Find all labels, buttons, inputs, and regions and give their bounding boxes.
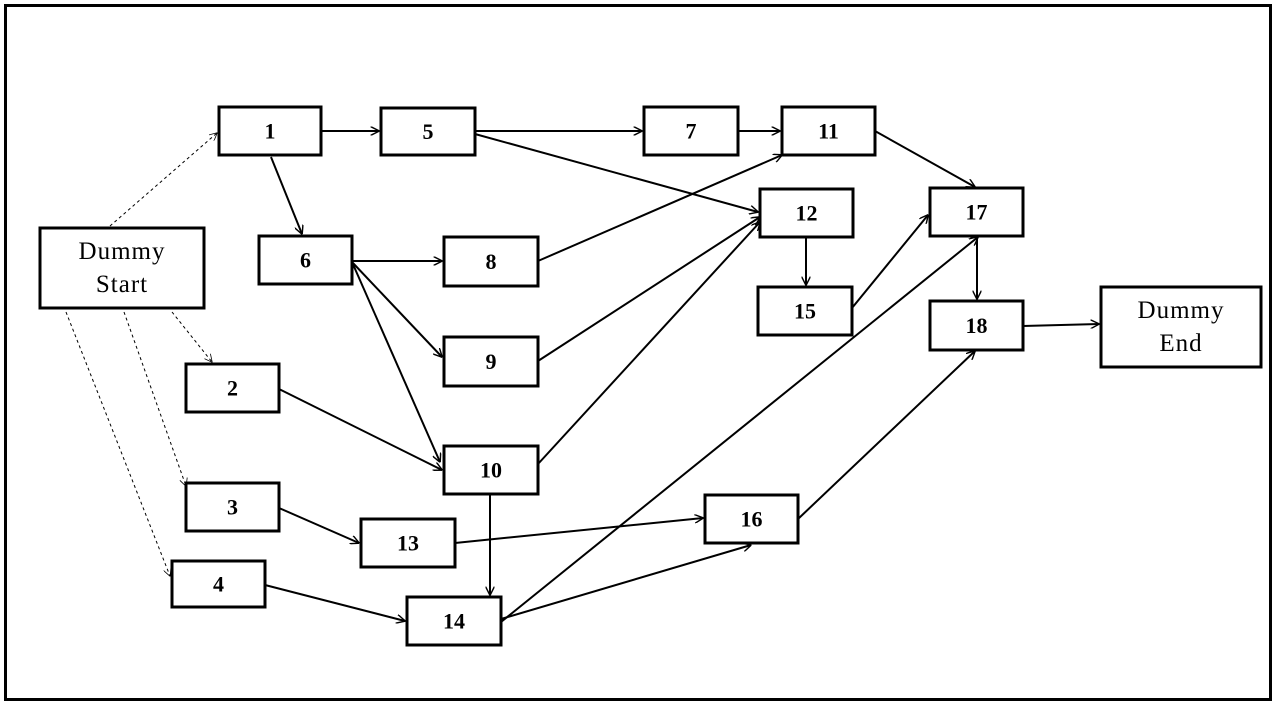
node-box-end bbox=[1099, 285, 1263, 369]
node-7: 7 bbox=[642, 105, 740, 157]
node-label-6: 6 bbox=[300, 248, 311, 273]
edge-3-13 bbox=[278, 507, 359, 543]
diagram-frame bbox=[4, 4, 1272, 701]
node-box-14 bbox=[405, 595, 503, 647]
edge-6-10 bbox=[351, 261, 440, 462]
node-3: 3 bbox=[184, 481, 281, 533]
node-box-1 bbox=[217, 105, 323, 157]
edge-8-11 bbox=[537, 155, 782, 262]
node-box-4 bbox=[170, 559, 267, 609]
node-label-end-0: Dummy bbox=[1138, 297, 1225, 324]
node-12: 12 bbox=[758, 187, 855, 239]
node-2: 2 bbox=[184, 362, 281, 414]
node-label-8: 8 bbox=[486, 249, 497, 274]
node-label-15: 15 bbox=[794, 299, 816, 324]
edge-4-14 bbox=[264, 584, 405, 621]
node-box-5 bbox=[379, 106, 477, 157]
edge-15-17 bbox=[851, 215, 928, 309]
node-label-7: 7 bbox=[686, 119, 697, 144]
node-8: 8 bbox=[442, 235, 540, 288]
node-label-start-1: Start bbox=[96, 271, 148, 298]
node-18: 18 bbox=[928, 299, 1025, 352]
node-box-6 bbox=[257, 234, 354, 286]
node-label-end-1: End bbox=[1159, 330, 1202, 357]
edge-2-10 bbox=[278, 388, 442, 470]
node-9: 9 bbox=[442, 335, 540, 388]
node-box-9 bbox=[442, 335, 540, 388]
edge-1-6 bbox=[270, 156, 302, 234]
node-16: 16 bbox=[703, 493, 800, 545]
edge-start-2 bbox=[171, 311, 212, 362]
node-label-16: 16 bbox=[741, 507, 763, 532]
node-4: 4 bbox=[170, 559, 267, 609]
node-label-17: 17 bbox=[966, 200, 988, 225]
edge-start-3 bbox=[123, 311, 186, 486]
node-10: 10 bbox=[442, 444, 540, 496]
edge-5-12 bbox=[474, 133, 758, 212]
node-box-8 bbox=[442, 235, 540, 288]
node-label-12: 12 bbox=[796, 201, 818, 226]
node-11: 11 bbox=[780, 105, 877, 157]
node-6: 6 bbox=[257, 234, 354, 286]
edge-10-12 bbox=[537, 222, 760, 465]
node-17: 17 bbox=[928, 186, 1025, 238]
node-label-3: 3 bbox=[227, 495, 238, 520]
node-15: 15 bbox=[756, 285, 854, 337]
node-box-start bbox=[38, 226, 206, 310]
node-box-13 bbox=[359, 517, 457, 569]
node-label-9: 9 bbox=[486, 349, 497, 374]
node-5: 5 bbox=[379, 106, 477, 157]
edge-16-18 bbox=[797, 351, 975, 520]
node-1: 1 bbox=[217, 105, 323, 157]
node-label-4: 4 bbox=[213, 572, 224, 597]
node-label-1: 1 bbox=[265, 119, 276, 144]
node-label-13: 13 bbox=[397, 531, 419, 556]
node-box-16 bbox=[703, 493, 800, 545]
node-box-7 bbox=[642, 105, 740, 157]
edge-9-12 bbox=[537, 217, 760, 362]
edge-11-17 bbox=[874, 130, 975, 187]
edge-18-end bbox=[1022, 324, 1099, 326]
node-label-11: 11 bbox=[818, 119, 839, 144]
node-box-3 bbox=[184, 481, 281, 533]
node-box-15 bbox=[756, 285, 854, 337]
node-box-11 bbox=[780, 105, 877, 157]
node-label-5: 5 bbox=[423, 119, 434, 144]
node-13: 13 bbox=[359, 517, 457, 569]
node-14: 14 bbox=[405, 595, 503, 647]
node-label-2: 2 bbox=[227, 376, 238, 401]
edge-start-4 bbox=[65, 311, 170, 576]
node-label-start-0: Dummy bbox=[79, 238, 166, 265]
edge-6-9 bbox=[351, 261, 442, 357]
edge-start-1 bbox=[109, 133, 217, 227]
node-box-12 bbox=[758, 187, 855, 239]
node-box-10 bbox=[442, 444, 540, 496]
edge-14-17 bbox=[500, 237, 978, 623]
node-box-2 bbox=[184, 362, 281, 414]
node-box-17 bbox=[928, 186, 1025, 238]
edge-13-16 bbox=[454, 518, 703, 544]
node-label-18: 18 bbox=[966, 313, 988, 338]
edge-14-16 bbox=[500, 545, 751, 620]
node-box-18 bbox=[928, 299, 1025, 352]
node-label-14: 14 bbox=[443, 609, 465, 634]
node-label-10: 10 bbox=[480, 458, 502, 483]
